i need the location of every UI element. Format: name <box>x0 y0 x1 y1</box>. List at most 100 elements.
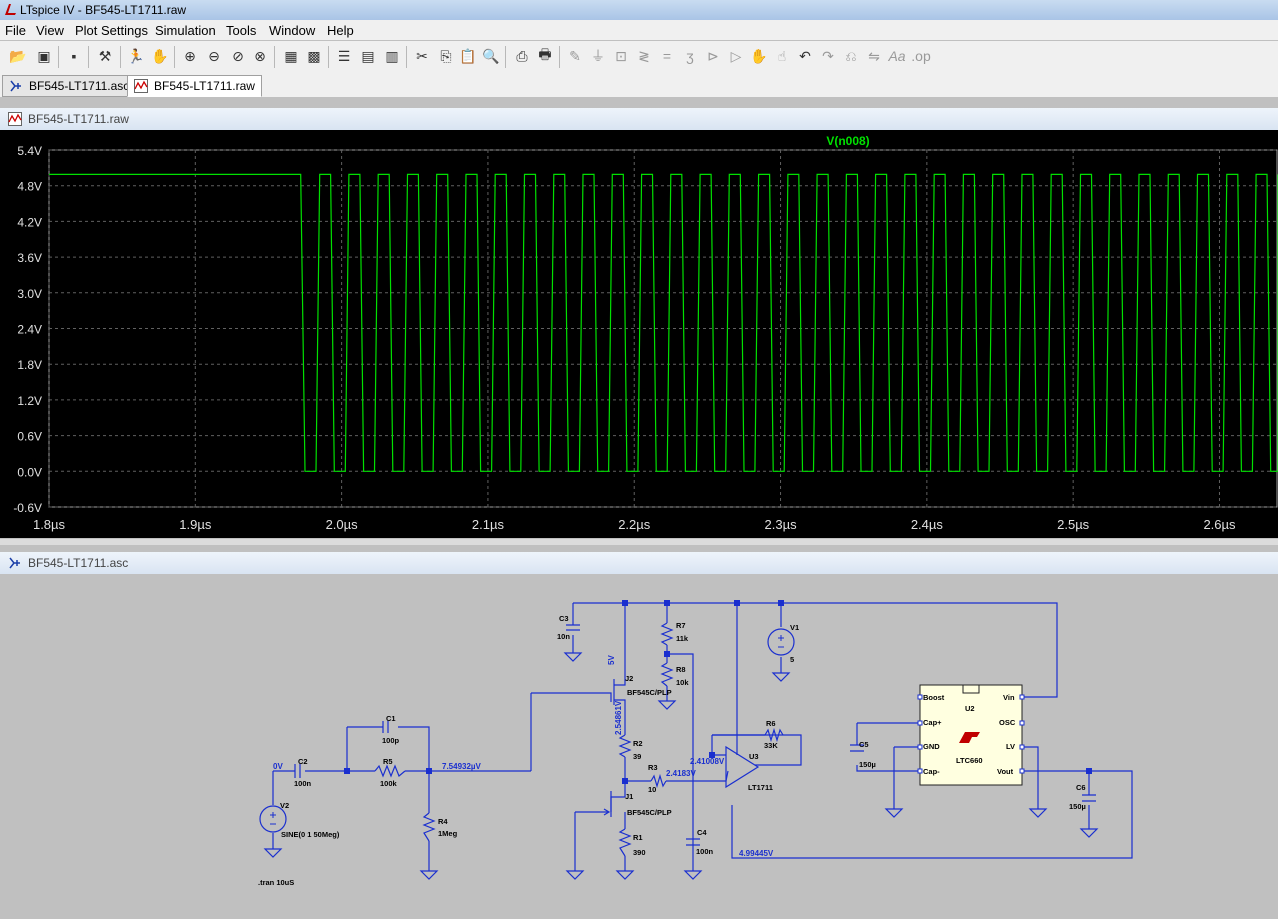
tile-vertical-icon[interactable]: ▤ <box>361 47 375 64</box>
spice-directive-icon[interactable]: .op <box>911 48 931 64</box>
wires <box>272 602 1133 871</box>
open-icon[interactable]: 📂 <box>9 47 27 64</box>
trace-v-n008 <box>49 173 1278 472</box>
redo-icon[interactable]: ↷ <box>822 47 834 64</box>
svg-text:OSC: OSC <box>999 718 1016 727</box>
jfet-j1 <box>603 791 612 817</box>
svg-text:5V: 5V <box>607 655 616 665</box>
svg-text:R1: R1 <box>633 833 643 842</box>
tile-horizontal-icon[interactable]: ☰ <box>337 47 351 64</box>
capacitor-c1 <box>382 721 389 733</box>
copy-icon[interactable]: ⎘ <box>440 47 452 64</box>
svg-text:BF545C/PLP: BF545C/PLP <box>627 808 672 817</box>
svg-text:2.54861V: 2.54861V <box>614 700 623 735</box>
save-icon[interactable]: ▪ <box>71 48 77 64</box>
junction-dots <box>344 600 1092 784</box>
x-tick-label: 2.6µs <box>1203 517 1236 532</box>
rotate-icon[interactable]: ⎌ <box>845 47 857 64</box>
svg-text:2.41008V: 2.41008V <box>690 757 725 766</box>
zoom-fit-icon[interactable]: ⊗ <box>254 47 266 64</box>
mirror-icon[interactable]: ⇋ <box>868 47 880 64</box>
svg-text:2.4183V: 2.4183V <box>666 769 696 778</box>
waveform-chart[interactable]: V(n008) 5.4V4.8V4.2V3.6V3.0V2.4V1.8V1.2V… <box>0 130 1278 538</box>
svg-text:R7: R7 <box>676 621 686 630</box>
resistor-r4 <box>422 812 436 842</box>
svg-text:J1: J1 <box>625 792 633 801</box>
svg-text:Vout: Vout <box>997 767 1014 776</box>
svg-text:10n: 10n <box>557 632 570 641</box>
cut-icon[interactable]: ✂ <box>416 47 428 64</box>
menu-view[interactable]: View <box>36 23 64 38</box>
svg-text:C4: C4 <box>697 828 707 837</box>
print-icon[interactable]: 🖶 <box>538 46 552 62</box>
component-icon[interactable]: ▷ <box>730 47 742 64</box>
zoom-in-icon[interactable]: ⊕ <box>184 47 196 64</box>
y-tick-label: 4.2V <box>17 215 42 229</box>
tab-schematic[interactable]: BF545-LT1711.asc <box>2 75 137 97</box>
x-tick-label: 2.4µs <box>911 517 944 532</box>
capacitor-c2 <box>294 764 301 778</box>
mark-unref-icon[interactable]: ▩ <box>307 47 321 64</box>
cascade-icon[interactable]: ▥ <box>385 47 399 64</box>
svg-text:BF545C/PLP: BF545C/PLP <box>627 688 672 697</box>
svg-text:150µ: 150µ <box>1069 802 1086 811</box>
menu-plot-settings[interactable]: Plot Settings <box>75 23 148 38</box>
resistor-icon[interactable]: ≷ <box>638 47 650 64</box>
svg-text:R8: R8 <box>676 665 686 674</box>
svg-text:R6: R6 <box>766 719 776 728</box>
menu-simulation[interactable]: Simulation <box>155 23 216 38</box>
svg-text:LT1711: LT1711 <box>748 783 773 792</box>
x-tick-label: 2.3µs <box>765 517 798 532</box>
schematic-canvas[interactable]: C3 10n R7 11k R8 10k V1 5 J2 BF545C/PLP … <box>8 575 1278 914</box>
tab-waveform[interactable]: BF545-LT1711.raw <box>127 75 262 97</box>
svg-text:C6: C6 <box>1076 783 1086 792</box>
new-schematic-icon[interactable]: ▣ <box>37 47 51 64</box>
y-tick-label: 0.6V <box>17 430 42 444</box>
label-icon[interactable]: ⊡ <box>615 47 627 64</box>
pane-splitter[interactable] <box>0 539 1278 545</box>
find-icon[interactable]: 🔍 <box>482 47 500 64</box>
schematic-panel-title: BF545-LT1711.asc <box>0 552 1278 574</box>
resistor-r5 <box>374 764 406 778</box>
wire-icon[interactable]: ✎ <box>569 47 581 64</box>
menu-tools[interactable]: Tools <box>226 23 257 38</box>
capacitor-icon[interactable]: = <box>662 48 672 64</box>
tab-waveform-label: BF545-LT1711.raw <box>154 79 255 93</box>
menu-file[interactable]: File <box>5 23 26 38</box>
waveform-icon <box>134 79 148 93</box>
ground-icon[interactable]: ⏚ <box>591 48 605 64</box>
x-tick-label: 2.0µs <box>326 517 359 532</box>
trace-label[interactable]: V(n008) <box>826 134 869 148</box>
y-tick-label: 2.4V <box>17 323 42 337</box>
svg-text:0V: 0V <box>273 762 283 771</box>
svg-text:10k: 10k <box>676 678 689 687</box>
text-icon[interactable]: Aa <box>888 48 906 64</box>
paste-icon[interactable]: 📋 <box>459 47 477 64</box>
svg-text:V2: V2 <box>280 801 289 810</box>
svg-text:Cap-: Cap- <box>923 767 940 776</box>
svg-text:150µ: 150µ <box>859 760 876 769</box>
drag-icon[interactable]: ☝ <box>777 47 787 64</box>
diode-icon[interactable]: ⊳ <box>707 47 719 64</box>
menu-help[interactable]: Help <box>327 23 354 38</box>
resistor-r7 <box>660 622 674 646</box>
autorange-icon[interactable]: ▦ <box>284 47 298 64</box>
schematic-icon <box>9 557 20 569</box>
y-tick-label: 5.4V <box>17 144 42 158</box>
run-icon[interactable]: 🏃 <box>127 47 145 64</box>
svg-text:SINE(0 1 50Meg): SINE(0 1 50Meg) <box>281 830 340 839</box>
y-tick-label: 1.8V <box>17 358 42 372</box>
undo-icon[interactable]: ↶ <box>799 47 811 64</box>
zoom-out-icon[interactable]: ⊖ <box>208 47 220 64</box>
zoom-back-icon[interactable]: ⊘ <box>232 47 244 64</box>
toolbar: 📂 ▣ ▪ ⚒ 🏃 ✋ ⊕ ⊖ ⊘ ⊗ ▦ ▩ ☰ ▤ ▥ ✂ ⎘ 📋 🔍 ⎙ … <box>0 41 1278 74</box>
svg-text:C1: C1 <box>386 714 396 723</box>
print-preview-icon[interactable]: ⎙ <box>516 47 528 64</box>
inductor-icon[interactable]: ʒ <box>686 48 694 64</box>
halt-icon[interactable]: ✋ <box>151 47 169 64</box>
control-panel-icon[interactable]: ⚒ <box>98 47 112 64</box>
schematic-drawing[interactable]: C3 10n R7 11k R8 10k V1 5 J2 BF545C/PLP … <box>8 575 1278 914</box>
menu-window[interactable]: Window <box>269 23 316 38</box>
move-icon[interactable]: ✋ <box>750 47 768 64</box>
